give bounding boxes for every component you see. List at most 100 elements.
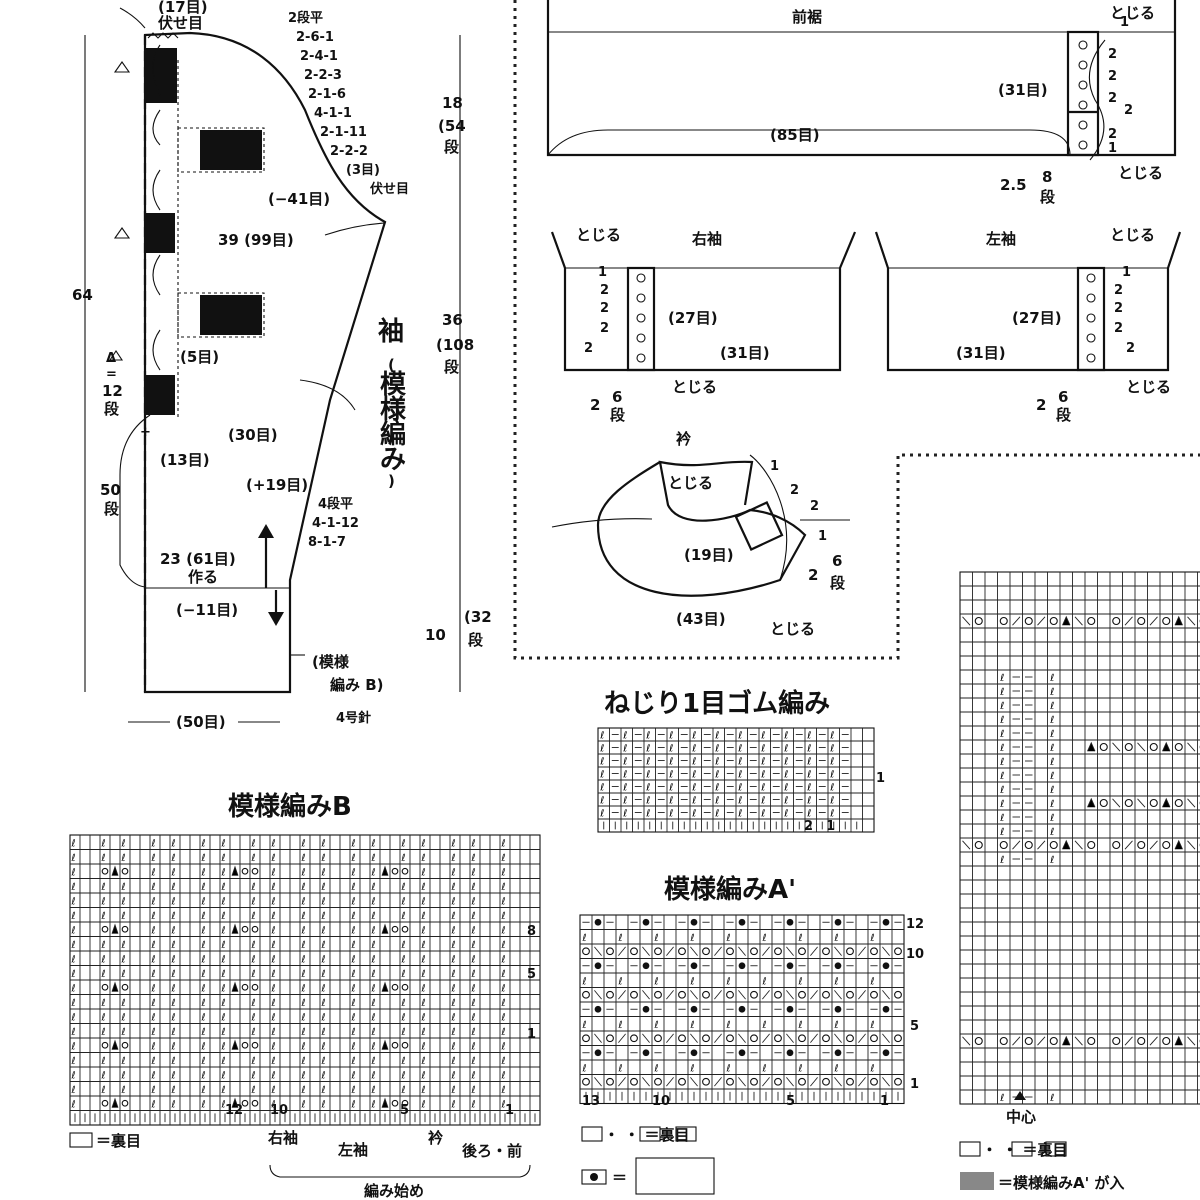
twist-stitch-symbol: ℓ [1000,687,1004,698]
twist-stitch-symbol: ℓ [202,969,206,980]
bobble-symbol [786,1005,794,1013]
twist-stitch-symbol: ℓ [72,940,76,951]
twist-stitch-symbol: ℓ [302,969,306,980]
yarn-over-symbol [678,990,686,999]
twist-stitch-symbol: ℓ [272,896,276,907]
twist-stitch-symbol: ℓ [72,853,76,864]
twist-stitch-symbol: ℓ [372,867,376,878]
svg-text:(27目): (27目) [1012,309,1062,327]
ssk-symbol [882,1033,890,1043]
twist-stitch-symbol: ℓ [692,770,696,781]
twist-stitch-symbol: ℓ [372,1027,376,1038]
twist-stitch-symbol: ℓ [830,809,834,820]
twist-stitch-symbol: ℓ [452,853,456,864]
twist-stitch-symbol: ℓ [472,998,476,1009]
yarn-over-symbol [251,1099,259,1107]
twist-stitch-symbol: ℓ [72,1085,76,1096]
yarn-over-symbol [101,925,109,933]
twist-stitch-symbol: ℓ [452,1027,456,1038]
twist-stitch-symbol: ℓ [502,1085,506,1096]
twist-stitch-symbol: ℓ [422,983,426,994]
svg-text:とじる: とじる [1118,164,1163,182]
twist-stitch-symbol: ℓ [452,896,456,907]
twist-stitch-symbol: ℓ [472,911,476,922]
k2tog-symbol [810,1033,818,1043]
cdd-symbol [1162,797,1171,808]
ssk-symbol [1074,1036,1083,1046]
ssk-symbol [738,1033,746,1043]
left-cuff: 左袖 とじる (27目) (31目) とじる 2 6 段 12 22 2 [874,226,1182,424]
twist-stitch-symbol: ℓ [152,998,156,1009]
twist-stitch-symbol: ℓ [322,896,326,907]
yarn-over-symbol [606,1077,614,1086]
twist-stitch-symbol: ℓ [302,983,306,994]
twist-stitch-symbol: ℓ [372,853,376,864]
twist-stitch-symbol: ℓ [799,976,803,987]
collar: 衿 とじる (19目) (43目) とじる 12 21 2 6 段 [551,430,850,638]
needle-label: 4号針 [336,710,371,726]
cdd-symbol [231,923,239,934]
yarn-over-symbol [974,616,983,626]
yarn-over-symbol [101,983,109,991]
yarn-over-symbol [1099,742,1108,752]
yarn-over-symbol [750,1034,758,1043]
cdd-symbol [111,923,119,934]
twist-stitch-symbol: ℓ [322,969,326,980]
twist-stitch-symbol: ℓ [352,1056,356,1067]
yarn-over-symbol [894,990,902,999]
twist-stitch-symbol: ℓ [222,1012,226,1023]
ssk-symbol [594,990,602,1000]
twist-stitch-symbol: ℓ [692,809,696,820]
thirty-label: (30目) [228,426,278,444]
twist-stitch-symbol: ℓ [871,933,875,944]
bobble-symbol [882,1005,890,1013]
twist-stitch-symbol: ℓ [871,1063,875,1074]
twist-stitch-symbol: ℓ [502,838,506,849]
cdd-symbol [231,981,239,992]
twist-stitch-symbol: ℓ [152,925,156,936]
twist-stitch-symbol: ℓ [122,838,126,849]
svg-text:様: 様 [380,394,407,425]
width39-label: 39 (99目) [218,231,294,249]
twist-stitch-symbol: ℓ [252,1056,256,1067]
twist-stitch-symbol: ℓ [835,933,839,944]
twist-stitch-symbol: ℓ [122,911,126,922]
twist-stitch-symbol: ℓ [222,1056,226,1067]
twist-stitch-symbol: ℓ [738,809,742,820]
svg-text:2-2-3: 2-2-3 [304,68,342,83]
bobble-symbol [738,918,746,926]
twist-stitch-symbol: ℓ [222,1070,226,1081]
yarn-over-symbol [391,925,399,933]
twist-stitch-symbol: ℓ [372,969,376,980]
twist-stitch-symbol: ℓ [422,896,426,907]
twist-stitch-symbol: ℓ [422,853,426,864]
yarn-over-symbol [774,990,782,999]
bobble-symbol [594,1049,602,1057]
twist-stitch-symbol: ℓ [1000,743,1004,754]
yarn-over-symbol [999,1036,1008,1046]
twist-stitch-symbol: ℓ [152,911,156,922]
svg-text:左袖: 左袖 [337,1141,368,1159]
twist-stitch-symbol: ℓ [452,867,456,878]
svg-text:2: 2 [590,396,600,414]
svg-text:(54: (54 [438,117,466,135]
bobble-symbol [690,1005,698,1013]
ssk-symbol [642,946,650,956]
twist-stitch-symbol: ℓ [172,1070,176,1081]
twist-stitch-symbol: ℓ [322,998,326,1009]
cast-on-label: 23 (61目) [160,550,236,568]
twist-stitch-symbol: ℓ [655,976,659,987]
twist-stitch-symbol: ℓ [583,976,587,987]
k2tog-symbol [810,1077,818,1087]
svg-text:(85目): (85目) [770,126,820,144]
chart-number: 13 [582,1094,600,1109]
yarn-over-symbol [630,947,638,956]
twist-stitch-symbol: ℓ [472,1099,476,1110]
k2tog-symbol [1012,616,1021,626]
thirteen-label: (13目) [160,451,210,469]
cdd-symbol [1174,1035,1183,1046]
twist-stitch-symbol: ℓ [202,983,206,994]
top-bindoff-2: 伏せ目 [158,14,203,32]
